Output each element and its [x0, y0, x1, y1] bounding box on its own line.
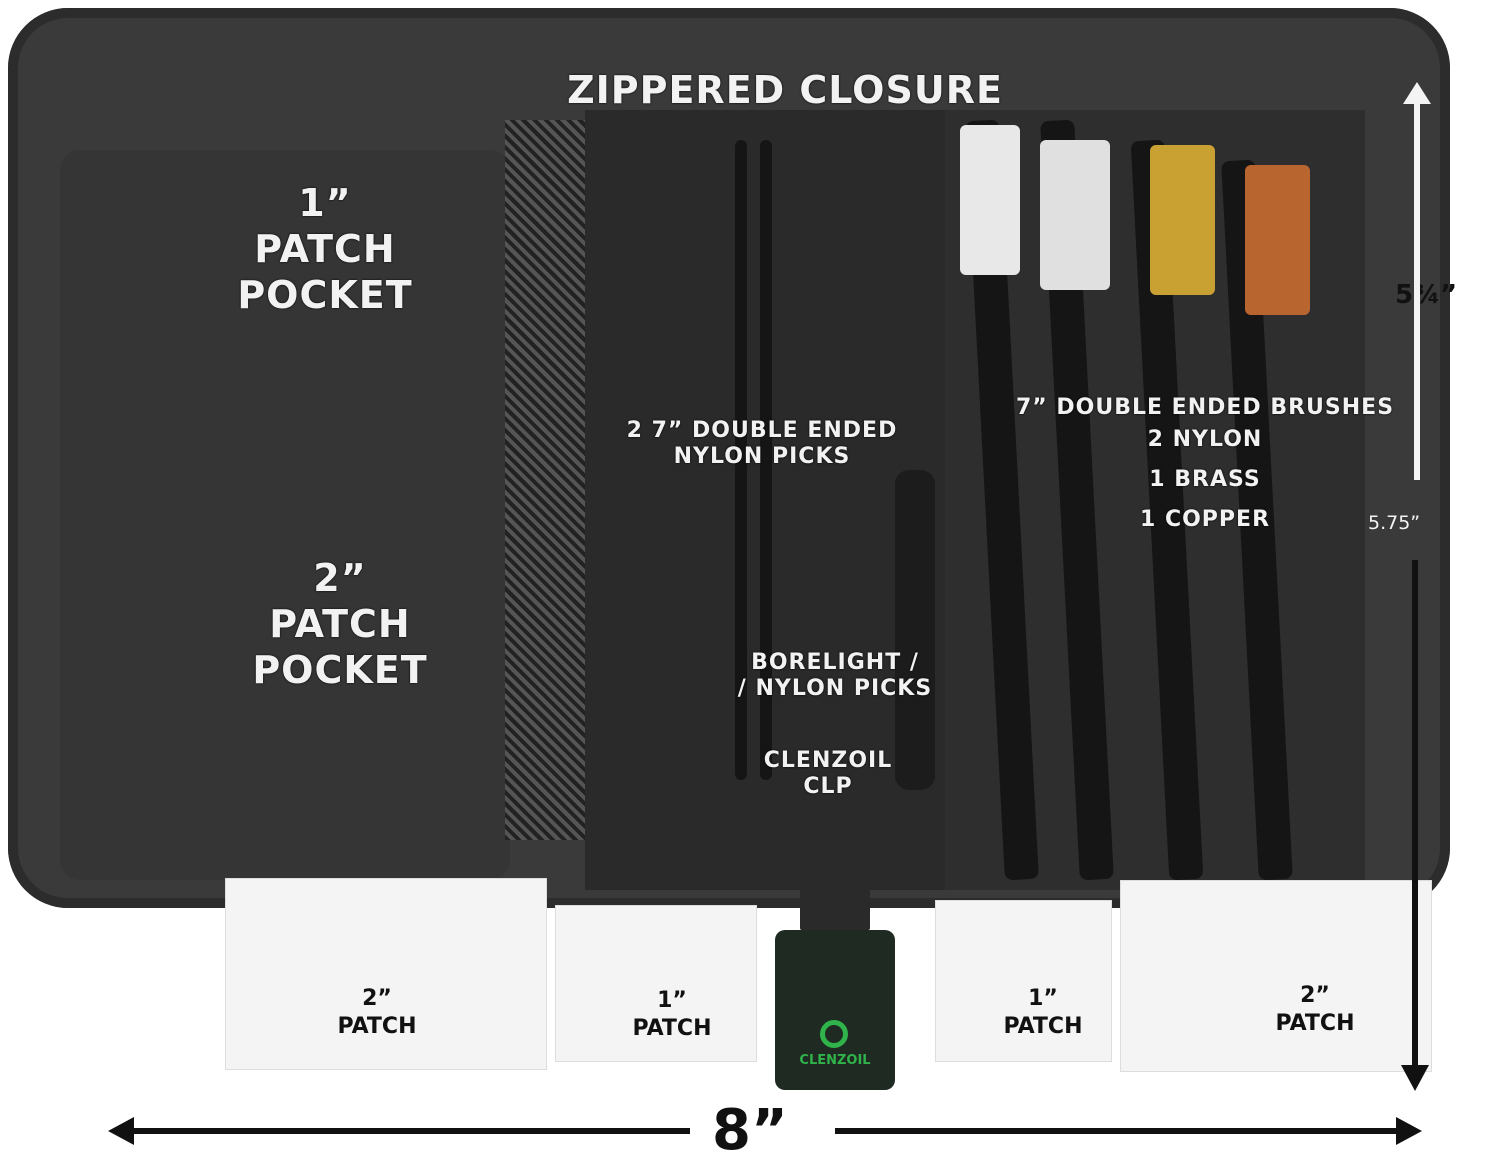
borelight-label: BORELIGHT / / NYLON PICKS	[738, 650, 932, 702]
clenzoil-logo-icon	[820, 1020, 848, 1048]
label-line: 2 7” DOUBLE ENDED	[626, 418, 898, 443]
patch-label: 2” PATCH	[1276, 982, 1355, 1038]
patch-1in	[555, 905, 757, 1062]
patch-2in	[1120, 880, 1432, 1072]
pocket-text: POCKET	[252, 648, 428, 692]
patch-text: PATCH	[1003, 1014, 1083, 1039]
arrow-down-icon	[1401, 1065, 1429, 1091]
label-line: 1 COPPER	[1139, 507, 1271, 532]
horizontal-arrow-left	[130, 1128, 690, 1134]
patch-size: 2”	[1300, 983, 1330, 1008]
label-line: 2 NYLON	[1147, 427, 1263, 452]
nylon-bristles	[960, 125, 1020, 275]
arrow-right-icon	[1396, 1117, 1422, 1145]
nylon-pick	[760, 140, 772, 780]
label-line: 7” DOUBLE ENDED BRUSHES	[1015, 395, 1395, 420]
label-line: CLP	[803, 774, 853, 799]
label-line: CLENZOIL	[763, 748, 893, 773]
copper-bristles	[1245, 165, 1310, 315]
patch-label: 2” PATCH	[338, 985, 417, 1041]
picks-label: 2 7” DOUBLE ENDED NYLON PICKS	[627, 418, 898, 470]
clenzoil-bottle: CLENZOIL	[775, 845, 895, 1090]
left-pocket-panel	[60, 150, 510, 880]
width-label: 8”	[712, 1098, 788, 1163]
arrow-up-icon	[1403, 82, 1431, 104]
nylon-bristles	[1040, 140, 1110, 290]
height-decimal-label: 5.75”	[1368, 512, 1421, 534]
brushes-label: 7” DOUBLE ENDED BRUSHES 2 NYLON 1 BRASS …	[1016, 395, 1394, 533]
horizontal-arrow-right	[835, 1128, 1400, 1134]
brass-bristles	[1150, 145, 1215, 295]
height-fraction-label: 5¾”	[1395, 280, 1458, 310]
title-zippered-closure: ZIPPERED CLOSURE	[567, 68, 1003, 112]
patch-label: 1” PATCH	[1004, 985, 1083, 1041]
pocket-size: 1”	[298, 181, 352, 225]
label-line: 1 BRASS	[1149, 467, 1261, 492]
pocket-text: PATCH	[254, 227, 396, 271]
patch-text: PATCH	[337, 1014, 417, 1039]
patch-size: 2”	[362, 986, 392, 1011]
bottle-brand: CLENZOIL	[799, 1053, 871, 1068]
pocket-text: PATCH	[269, 602, 411, 646]
pocket-size: 2”	[313, 556, 367, 600]
label-line: NYLON PICKS	[673, 444, 851, 469]
patch-size: 1”	[1028, 986, 1058, 1011]
patch-label: 1” PATCH	[633, 987, 712, 1043]
patch-size: 1”	[657, 988, 687, 1013]
patch-1in	[935, 900, 1112, 1062]
nylon-pick	[735, 140, 747, 780]
arrow-left-icon	[108, 1117, 134, 1145]
label-line: BORELIGHT /	[751, 650, 919, 675]
borelight	[895, 470, 935, 790]
mesh-pocket	[505, 120, 585, 840]
patch-text: PATCH	[632, 1016, 712, 1041]
pocket-text: POCKET	[237, 273, 413, 317]
patch-text: PATCH	[1275, 1011, 1355, 1036]
pocket-label-1in: 1” PATCH POCKET	[237, 180, 412, 318]
pocket-label-2in: 2” PATCH POCKET	[252, 555, 427, 693]
clp-label: CLENZOIL CLP	[764, 748, 892, 800]
vertical-arrow-upper	[1414, 95, 1420, 480]
vertical-arrow-lower	[1412, 560, 1418, 1070]
label-line: / NYLON PICKS	[737, 676, 933, 701]
patch-2in	[225, 878, 547, 1070]
